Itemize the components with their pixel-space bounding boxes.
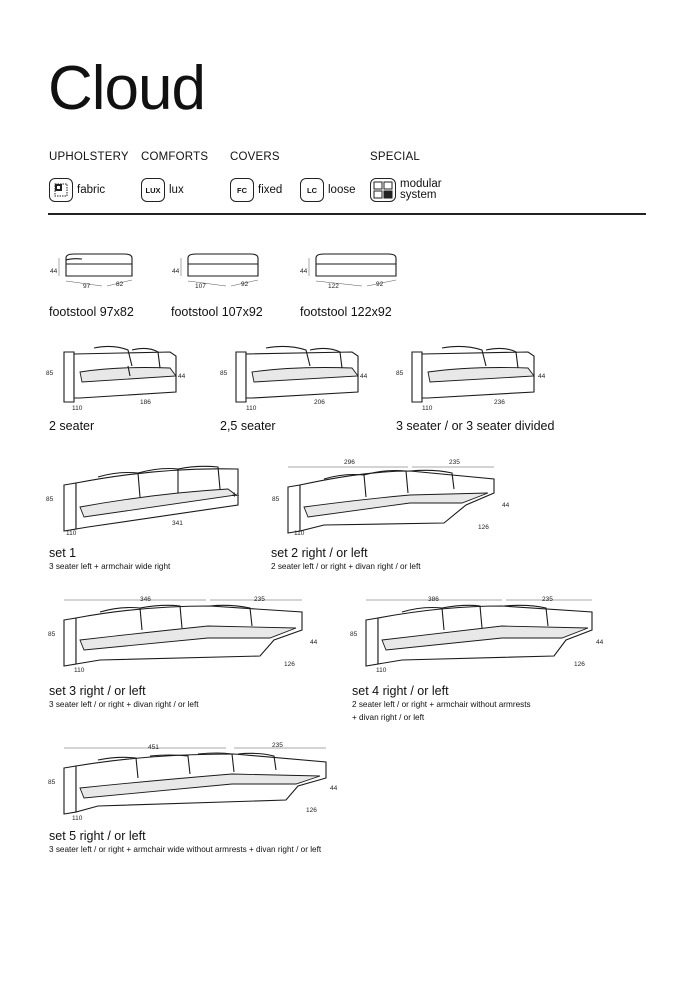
set3-width: 346 <box>140 596 151 603</box>
set4-seat: 44 <box>596 639 604 646</box>
set3-seat: 44 <box>310 639 318 646</box>
sofa2-width: 206 <box>314 399 325 406</box>
option-modular: modular system <box>370 176 442 204</box>
sofa-caption-2: 2,5 seater <box>220 419 276 433</box>
set3-divan-depth: 126 <box>284 661 295 668</box>
set3-subtitle: 3 seater left / or right + divan right /… <box>49 700 199 709</box>
sofa2-height: 85 <box>220 370 228 377</box>
set5-caption: set 5 right / or left <box>49 829 146 843</box>
option-lux: LUX lux <box>141 176 184 204</box>
set1-depth: 110 <box>66 530 77 537</box>
set2-divan-depth: 126 <box>478 524 489 531</box>
sofa2-seat: 44 <box>360 373 368 380</box>
option-fixed: FC fixed <box>230 176 282 204</box>
option-fixed-label: fixed <box>258 184 283 196</box>
fs3-depth: 92 <box>376 281 384 288</box>
sofa1-height: 85 <box>46 370 54 377</box>
fs1-height: 44 <box>50 268 58 275</box>
category-covers: COVERS <box>230 151 280 163</box>
footstool-caption-1: footstool 97x82 <box>49 305 134 319</box>
sofa1-seat: 44 <box>178 373 186 380</box>
set3-depth: 110 <box>74 667 85 674</box>
sofa3-seat: 44 <box>538 373 546 380</box>
footstool-caption-3: footstool 122x92 <box>300 305 392 319</box>
set3-height: 85 <box>48 631 56 638</box>
set2-caption: set 2 right / or left <box>271 546 368 560</box>
category-comforts: COMFORTS <box>141 151 209 163</box>
option-fabric-label: fabric <box>77 184 106 196</box>
set4-divan-width: 235 <box>542 596 553 603</box>
set2-depth: 110 <box>294 530 305 537</box>
option-modular-label-1: modular <box>400 178 442 190</box>
sofa1-depth: 110 <box>72 405 83 412</box>
sofa3-width: 236 <box>494 399 505 406</box>
divider <box>48 213 646 215</box>
set1-subtitle: 3 seater left + armchair wide right <box>49 562 171 571</box>
fs1-depth: 82 <box>116 281 124 288</box>
set5-height: 85 <box>48 779 56 786</box>
set1-caption: set 1 <box>49 546 77 560</box>
option-fabric: fabric <box>49 176 105 204</box>
sofa2-depth: 110 <box>246 405 257 412</box>
set5-width: 451 <box>148 744 159 751</box>
fs2-depth: 92 <box>241 281 249 288</box>
fs1-width: 97 <box>83 283 91 290</box>
modular-icon <box>370 178 396 202</box>
sofa3-depth: 110 <box>422 405 433 412</box>
sofa-drawings: 85 44 110 186 85 44 110 206 85 44 110 23… <box>46 345 546 412</box>
set3-caption: set 3 right / or left <box>49 684 146 698</box>
page-title: Cloud <box>48 54 206 123</box>
loose-cover-icon: LC <box>300 178 324 202</box>
set5-drawing: 451 235 85 44 110 126 <box>48 742 338 822</box>
set1-set2-drawings: 85 44 110 341 296 235 85 44 110 126 <box>46 459 510 537</box>
option-loose-label: loose <box>328 184 356 196</box>
fabric-icon <box>49 178 73 202</box>
fs3-width: 122 <box>328 283 339 290</box>
set1-width: 341 <box>172 520 183 527</box>
set4-divan-depth: 126 <box>574 661 585 668</box>
sofa1-width: 186 <box>140 399 151 406</box>
set5-depth: 110 <box>72 815 83 822</box>
set2-seat: 44 <box>502 502 510 509</box>
lux-icon: LUX <box>141 178 165 202</box>
set4-subtitle: 2 seater left / or right + armchair with… <box>352 700 531 709</box>
footstool-caption-2: footstool 107x92 <box>171 305 263 319</box>
option-loose: LC loose <box>300 176 356 204</box>
set5-divan-depth: 126 <box>306 807 317 814</box>
set1-seat: 44 <box>232 492 240 499</box>
set4-caption: set 4 right / or left <box>352 684 449 698</box>
set5-seat: 44 <box>330 785 338 792</box>
set3-divan-width: 235 <box>254 596 265 603</box>
set4-height: 85 <box>350 631 358 638</box>
set5-divan-width: 235 <box>272 742 283 749</box>
fixed-cover-icon: FC <box>230 178 254 202</box>
set4-width: 386 <box>428 596 439 603</box>
sofa-caption-1: 2 seater <box>49 419 95 433</box>
sofa3-height: 85 <box>396 370 404 377</box>
category-special: SPECIAL <box>370 151 420 163</box>
option-modular-label-2: system <box>400 189 437 201</box>
set2-subtitle: 2 seater left / or right + divan right /… <box>271 562 421 571</box>
set2-width: 296 <box>344 459 355 466</box>
set4-depth: 110 <box>376 667 387 674</box>
fs2-height: 44 <box>172 268 180 275</box>
fs3-height: 44 <box>300 268 308 275</box>
option-lux-label: lux <box>169 184 184 196</box>
set4-subtitle-2: + divan right / or left <box>352 713 425 722</box>
set2-divan-width: 235 <box>449 459 460 466</box>
set1-height: 85 <box>46 496 54 503</box>
sofa-caption-3: 3 seater / or 3 seater divided <box>396 419 555 433</box>
set5-subtitle: 3 seater left / or right + armchair wide… <box>49 845 322 854</box>
fs2-width: 107 <box>195 283 206 290</box>
category-upholstery: UPHOLSTERY <box>49 151 129 163</box>
footstool-drawings: 44 97 82 44 107 92 44 122 92 <box>50 253 397 290</box>
set2-height: 85 <box>272 496 280 503</box>
set3-set4-drawings: 346 235 85 44 110 126 386 235 85 44 110 … <box>48 596 604 674</box>
